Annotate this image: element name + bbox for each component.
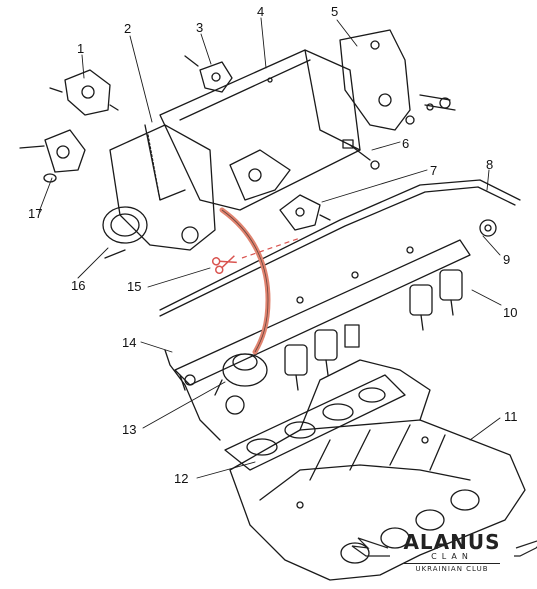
fuel-rail — [174, 239, 471, 391]
bolt-6 — [342, 139, 380, 170]
callout-1: 1 — [77, 41, 85, 56]
callout-10: 10 — [503, 305, 518, 320]
mounting-bracket — [279, 194, 331, 231]
fuel-pressure-regulator — [214, 353, 268, 415]
throttle-position-sensor — [184, 55, 233, 93]
callout-13: 13 — [122, 422, 137, 437]
stud-16 — [104, 249, 126, 259]
fuel-return-line — [159, 179, 521, 441]
callout-9: 9 — [503, 252, 511, 267]
callout-16: 16 — [71, 278, 86, 293]
intake-manifold — [229, 359, 526, 581]
callout-6: 6 — [402, 136, 410, 151]
callout-2: 2 — [124, 21, 132, 36]
watermark-wings — [351, 537, 537, 557]
fuel-injectors — [284, 269, 463, 391]
throttle-body — [102, 124, 216, 251]
callout-12: 12 — [174, 471, 189, 486]
watermark-logo: ALANUS CLAN UKRAINIAN CLUB — [382, 530, 522, 573]
callout-3: 3 — [196, 20, 204, 35]
watermark-club-text: UKRAINIAN CLUB — [404, 563, 500, 573]
callout-4: 4 — [257, 4, 265, 19]
callout-15: 15 — [127, 279, 142, 294]
bolt-9 — [479, 219, 497, 237]
callout-5: 5 — [331, 4, 339, 19]
callout-14: 14 — [122, 335, 137, 350]
plenum-cover — [339, 29, 456, 131]
callout-17: 17 — [28, 206, 43, 221]
callout-7: 7 — [430, 163, 438, 178]
intake-plenum — [159, 49, 361, 211]
watermark-logo-text: ALANUS — [403, 530, 501, 554]
callout-11: 11 — [504, 409, 518, 424]
callout-8: 8 — [486, 157, 494, 172]
intake-air-temp-sensor — [19, 129, 86, 183]
idle-air-control-valve — [49, 69, 119, 116]
manifold-gasket — [224, 374, 406, 471]
leader-lines — [38, 17, 502, 479]
scissors-icon — [211, 237, 301, 275]
watermark-sub-text: CLAN — [431, 552, 473, 561]
